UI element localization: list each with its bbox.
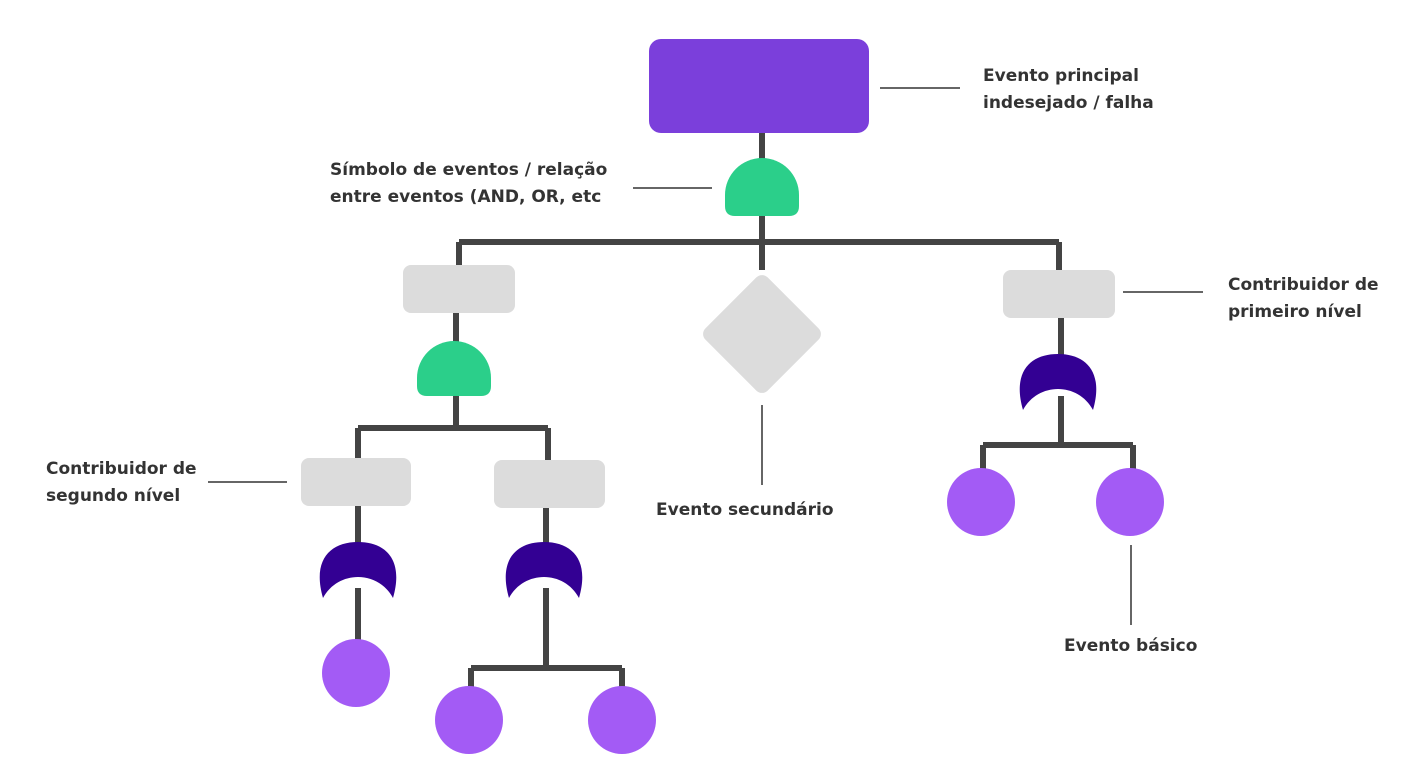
label-line: entre eventos (AND, OR, etc [330, 187, 602, 207]
basic-event-circle [435, 686, 503, 754]
second-level-box-right [494, 460, 605, 508]
label-secondary-event: Evento secundário [656, 497, 834, 524]
connector-sr-events-bar [468, 665, 625, 690]
label-line: Contribuidor de [46, 459, 197, 479]
or-gate-second-right [505, 542, 583, 598]
label-gate-symbol: Símbolo de eventos / relação entre event… [330, 157, 607, 211]
and-gate-top [725, 158, 799, 216]
label-line: Símbolo de eventos / relação [330, 160, 608, 180]
basic-event-circle [1096, 468, 1164, 536]
label-line: Evento básico [1064, 636, 1198, 656]
or-gate-second-left [319, 542, 397, 598]
or-gate-right [1019, 354, 1097, 410]
second-level-box-left [301, 458, 411, 506]
label-first-level-contributor: Contribuidor de primeiro nível [1228, 272, 1379, 326]
label-line: segundo nível [46, 486, 181, 506]
and-gate-left [417, 341, 491, 396]
first-level-box-left [403, 265, 515, 313]
label-basic-event: Evento básico [1064, 633, 1197, 660]
top-event-box [649, 39, 869, 133]
label-top-event: Evento principal indesejado / falha [983, 63, 1154, 117]
first-level-box-right [1003, 270, 1115, 318]
connector-right-events-bar [980, 442, 1136, 470]
basic-event-circle [588, 686, 656, 754]
label-line: Evento secundário [656, 500, 834, 520]
label-line: Evento principal [983, 66, 1139, 86]
label-line: primeiro nível [1228, 302, 1362, 322]
connectors [355, 130, 1136, 690]
basic-event-circle [322, 639, 390, 707]
label-line: Contribuidor de [1228, 275, 1379, 295]
label-line: indesejado / falha [983, 93, 1154, 113]
secondary-event-diamond [703, 275, 821, 393]
basic-event-circle [947, 468, 1015, 536]
leader-lines [208, 87, 1203, 625]
label-second-level-contributor: Contribuidor de segundo nível [46, 456, 197, 510]
